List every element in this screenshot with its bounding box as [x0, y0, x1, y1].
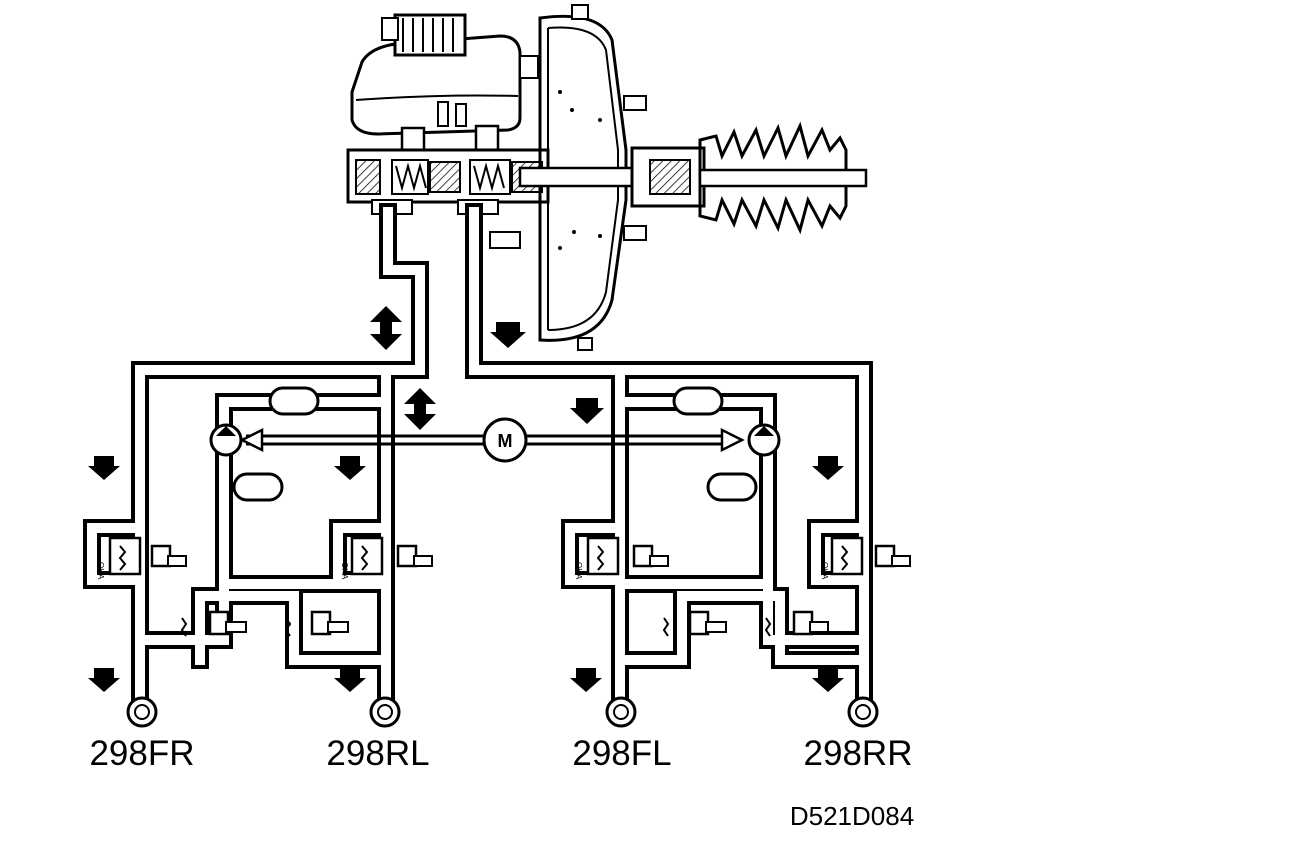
brake-lines — [83, 203, 873, 709]
brake-booster-assembly — [346, 4, 868, 351]
wheel-cylinder-fl-icon — [605, 696, 637, 728]
wheel-label-rl: 298RL — [326, 734, 429, 773]
inlet-valve-fl: OHA — [574, 536, 669, 580]
down-arrow-icon — [88, 456, 120, 480]
wheel-label-fl: 298FL — [572, 734, 671, 773]
down-arrow-icon — [570, 398, 604, 424]
inlet-valve-rl: OHA — [340, 536, 433, 580]
motor-label: M — [498, 431, 513, 451]
outlet-valve-fr — [180, 610, 247, 637]
outlet-valve-rr — [764, 610, 829, 637]
down-arrow-icon — [812, 456, 844, 480]
inlet-valve-rr: OHA — [820, 536, 911, 580]
outlet-valve-rl — [284, 610, 349, 637]
down-arrow-icon — [570, 668, 602, 692]
double-arrow-icon — [370, 306, 402, 350]
pump-right-icon — [747, 423, 781, 457]
valve-mark: OHA — [340, 562, 349, 580]
wheel-cylinder-rr-icon — [847, 696, 879, 728]
down-arrow-icon — [812, 668, 844, 692]
fluid-reservoir — [350, 13, 522, 156]
pump-left-icon — [209, 423, 243, 457]
motor-icon: M — [482, 417, 528, 463]
wheel-cylinders — [126, 696, 879, 728]
valve-mark: OHA — [574, 562, 583, 580]
wheel-label-fr: 298FR — [89, 734, 194, 773]
accumulators — [232, 386, 758, 502]
valve-mark: OHA — [820, 562, 829, 580]
flow-arrows — [88, 306, 844, 692]
down-arrow-icon — [334, 668, 366, 692]
down-arrow-icon — [88, 668, 120, 692]
wheel-cylinder-fr-icon — [126, 696, 158, 728]
down-arrow-icon — [334, 456, 366, 480]
wheel-labels: 298FR 298RL 298FL 298RR — [89, 734, 912, 773]
double-arrow-icon — [404, 388, 436, 430]
wheel-label-rr: 298RR — [804, 734, 913, 773]
down-arrow-icon — [490, 322, 526, 348]
push-rod-boot — [518, 121, 868, 235]
wheel-cylinder-rl-icon — [369, 696, 401, 728]
pump-motor-group: M — [209, 417, 781, 463]
figure-reference-code: D521D084 — [790, 801, 914, 831]
master-cylinder — [346, 148, 550, 215]
outlet-valve-fl — [662, 610, 727, 637]
inlet-valve-fr: OHA — [96, 536, 187, 580]
valve-mark: OHA — [96, 562, 105, 580]
solenoid-valves: OHA OHA OHA OHA — [96, 536, 911, 637]
